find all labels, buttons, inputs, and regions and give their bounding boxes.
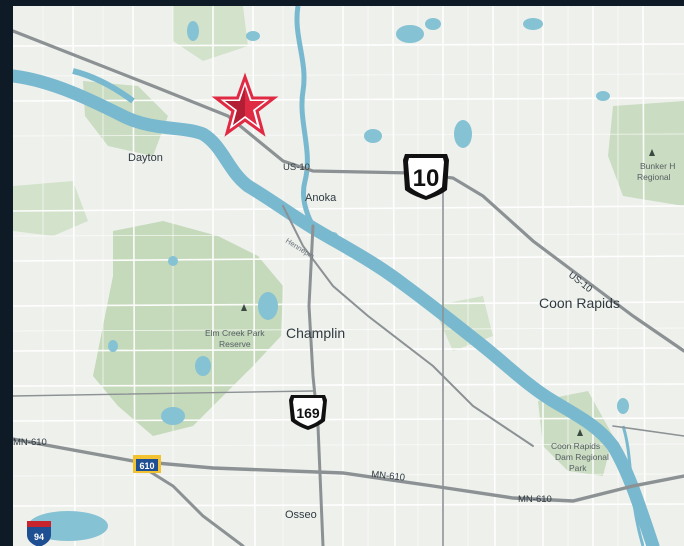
lake	[195, 356, 211, 376]
lake	[168, 256, 178, 266]
county-road	[612, 425, 684, 437]
lake	[364, 129, 382, 143]
park-label-bunker: Bunker H Regional	[637, 149, 675, 182]
svg-text:94: 94	[34, 532, 44, 542]
hennepin-road	[282, 205, 534, 447]
svg-text:Park: Park	[569, 463, 587, 473]
i94-highway	[131, 459, 245, 546]
us10-shield: 10	[403, 154, 449, 200]
road-label-mn610-right: MN-610	[518, 494, 552, 505]
lake	[187, 21, 199, 41]
svg-text:Dam Regional: Dam Regional	[555, 452, 609, 462]
mn610-shield: 610	[133, 455, 161, 473]
us169-shield: 169	[289, 395, 327, 430]
west-park-area	[13, 181, 88, 236]
park-label-elm-creek: Elm Creek Park Reserve	[205, 304, 265, 349]
park-marker-icon	[241, 304, 247, 311]
i94-shield: 94	[27, 521, 51, 546]
place-anoka: Anoka	[305, 192, 337, 204]
lake	[258, 292, 278, 320]
lake	[425, 18, 441, 30]
svg-text:Coon Rapids: Coon Rapids	[551, 441, 600, 451]
rum-river	[294, 6, 316, 228]
svg-text:Bunker H: Bunker H	[640, 161, 675, 171]
map-canvas[interactable]: Dayton Anoka Champlin Coon Rapids Osseo …	[13, 6, 684, 546]
place-dayton: Dayton	[128, 152, 163, 164]
mississippi-river	[13, 69, 660, 546]
lake	[523, 18, 543, 30]
lake	[617, 398, 629, 414]
place-champlin: Champlin	[286, 325, 345, 341]
elm-creek-park-area	[93, 221, 283, 436]
map-view[interactable]: Dayton Anoka Champlin Coon Rapids Osseo …	[13, 6, 684, 546]
lake	[454, 120, 472, 148]
lake	[108, 340, 118, 352]
park-marker-icon	[649, 149, 655, 156]
svg-text:Reserve: Reserve	[219, 339, 251, 349]
place-coon-rapids: Coon Rapids	[539, 295, 620, 311]
svg-text:Elm Creek Park: Elm Creek Park	[205, 328, 265, 338]
north-park-area	[173, 6, 248, 61]
park-marker-icon	[577, 429, 583, 436]
red-star-icon[interactable]	[211, 72, 279, 137]
lake	[246, 31, 260, 41]
lake	[161, 407, 185, 425]
road-label-mn610-left: MN-610	[13, 437, 47, 448]
lake	[596, 91, 610, 101]
road-label-us10-left: US-10	[283, 162, 310, 173]
svg-text:Regional: Regional	[637, 172, 671, 182]
creek	[621, 425, 645, 546]
svg-text:610: 610	[139, 461, 154, 471]
park-label-coon-rapids-dam: Coon Rapids Dam Regional Park	[551, 429, 609, 473]
us169-highway	[307, 224, 325, 546]
place-osseo: Osseo	[285, 509, 317, 521]
bunker-park-area	[608, 101, 684, 206]
coon-rapids-dam-park-area	[538, 391, 613, 476]
svg-text:10: 10	[413, 165, 440, 192]
lake	[396, 25, 424, 43]
county-road	[13, 390, 314, 397]
crow-river	[72, 68, 135, 104]
svg-text:169: 169	[296, 405, 320, 421]
road-label-mn610-mid: MN-610	[371, 469, 406, 483]
